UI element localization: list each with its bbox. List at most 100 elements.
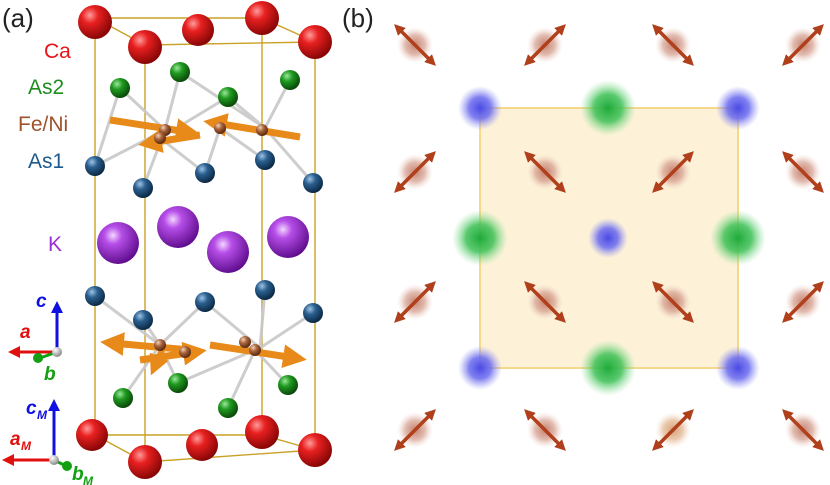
blue-site	[458, 86, 502, 130]
spin-arrow	[652, 24, 694, 66]
ca-atom	[76, 419, 108, 451]
fe-moment-arrow	[109, 116, 200, 142]
legend-k: K	[48, 233, 62, 256]
k-atoms	[97, 206, 309, 273]
legend-feni: Fe/Ni	[18, 113, 68, 136]
as2-atoms	[110, 62, 300, 418]
as1-atom	[255, 150, 275, 170]
spin-site	[782, 281, 824, 323]
panel-a: (a) Ca As2 Fe/Ni As1 K	[1, 1, 332, 485]
green-site	[452, 210, 508, 266]
green-site	[580, 340, 636, 396]
spin-site	[652, 409, 694, 451]
spin-site	[394, 151, 436, 193]
as2-atom	[113, 388, 133, 408]
bm-axis-ball	[62, 461, 72, 471]
legend-as2: As2	[28, 76, 64, 99]
spin-arrow	[782, 409, 824, 451]
b-axis-ball	[33, 353, 43, 363]
as2-atom	[170, 62, 190, 82]
ca-atom	[298, 25, 332, 59]
panel-b: (b)	[342, 3, 824, 451]
cm-axis-label: c	[26, 398, 37, 419]
ca-atoms	[76, 1, 332, 479]
ca-atom	[78, 5, 112, 39]
fe-atom	[179, 346, 191, 358]
as1-atom	[255, 280, 275, 300]
as2-atom	[110, 78, 130, 98]
spin-arrow	[652, 151, 694, 193]
magnetic-axes: c M a M b M	[1, 398, 94, 485]
feni-lower-layer	[100, 332, 307, 376]
as1-atom	[133, 178, 153, 198]
spin-arrow	[652, 409, 694, 451]
fe-atom	[214, 122, 226, 134]
as2-atom	[280, 70, 300, 90]
spin-lattice	[394, 24, 824, 451]
k-atom	[97, 222, 139, 264]
spin-site	[652, 24, 694, 66]
blue-site	[716, 86, 760, 130]
blue-site	[458, 346, 502, 390]
spin-site	[394, 281, 436, 323]
cm-axis-sub: M	[37, 408, 48, 422]
as1-atom	[195, 292, 215, 312]
spin-arrow	[394, 151, 436, 193]
spin-site	[524, 151, 566, 193]
spin-arrow	[524, 409, 566, 451]
spin-arrow	[524, 281, 566, 323]
spin-site	[652, 151, 694, 193]
spin-arrow	[394, 281, 436, 323]
spin-site	[524, 24, 566, 66]
spin-site	[524, 281, 566, 323]
am-axis-label: a	[10, 429, 21, 450]
as1-atom	[303, 303, 323, 323]
spin-arrow	[782, 281, 824, 323]
feni-upper-layer	[109, 113, 301, 153]
bm-axis-sub: M	[83, 474, 94, 485]
as1-atom	[195, 163, 215, 183]
blue-site	[716, 346, 760, 390]
as2-atom	[218, 87, 238, 107]
ca-atom	[186, 429, 218, 461]
spin-arrow	[524, 151, 566, 193]
k-atom	[207, 231, 249, 273]
green-site	[580, 80, 636, 136]
spin-arrow	[652, 281, 694, 323]
spin-site	[394, 24, 436, 66]
ca-atom	[245, 1, 279, 35]
as1-atom	[303, 173, 323, 193]
bm-axis-label: b	[72, 464, 84, 485]
axes-origin	[52, 347, 62, 357]
ca-atom	[245, 415, 279, 449]
fe-atom	[239, 336, 251, 348]
ca-atom	[298, 433, 332, 467]
spin-arrow	[394, 409, 436, 451]
ca-atom	[128, 30, 162, 64]
spin-arrow	[782, 151, 824, 193]
crystal-axes: c a b	[7, 291, 63, 385]
c-axis-label: c	[36, 291, 47, 312]
blue-site	[588, 218, 628, 258]
panel-b-label: (b)	[342, 3, 374, 33]
b-axis-label: b	[44, 364, 56, 385]
spin-site	[782, 151, 824, 193]
spin-arrow	[524, 24, 566, 66]
spin-site	[782, 24, 824, 66]
am-axis-sub: M	[21, 439, 32, 453]
as2-atom	[278, 375, 298, 395]
spin-site	[394, 409, 436, 451]
fe-atom	[154, 132, 166, 144]
k-atom	[267, 216, 309, 258]
as1-atom	[133, 310, 153, 330]
panel-a-label: (a)	[2, 3, 34, 33]
fe-atom	[154, 339, 166, 351]
fe-moment-arrow	[149, 348, 169, 376]
as2-atom	[168, 373, 188, 393]
fe-atom	[249, 344, 261, 356]
fe-atom	[256, 124, 268, 136]
a-axis-label: a	[20, 322, 31, 343]
ca-atom	[128, 445, 162, 479]
ca-atom	[182, 14, 214, 46]
